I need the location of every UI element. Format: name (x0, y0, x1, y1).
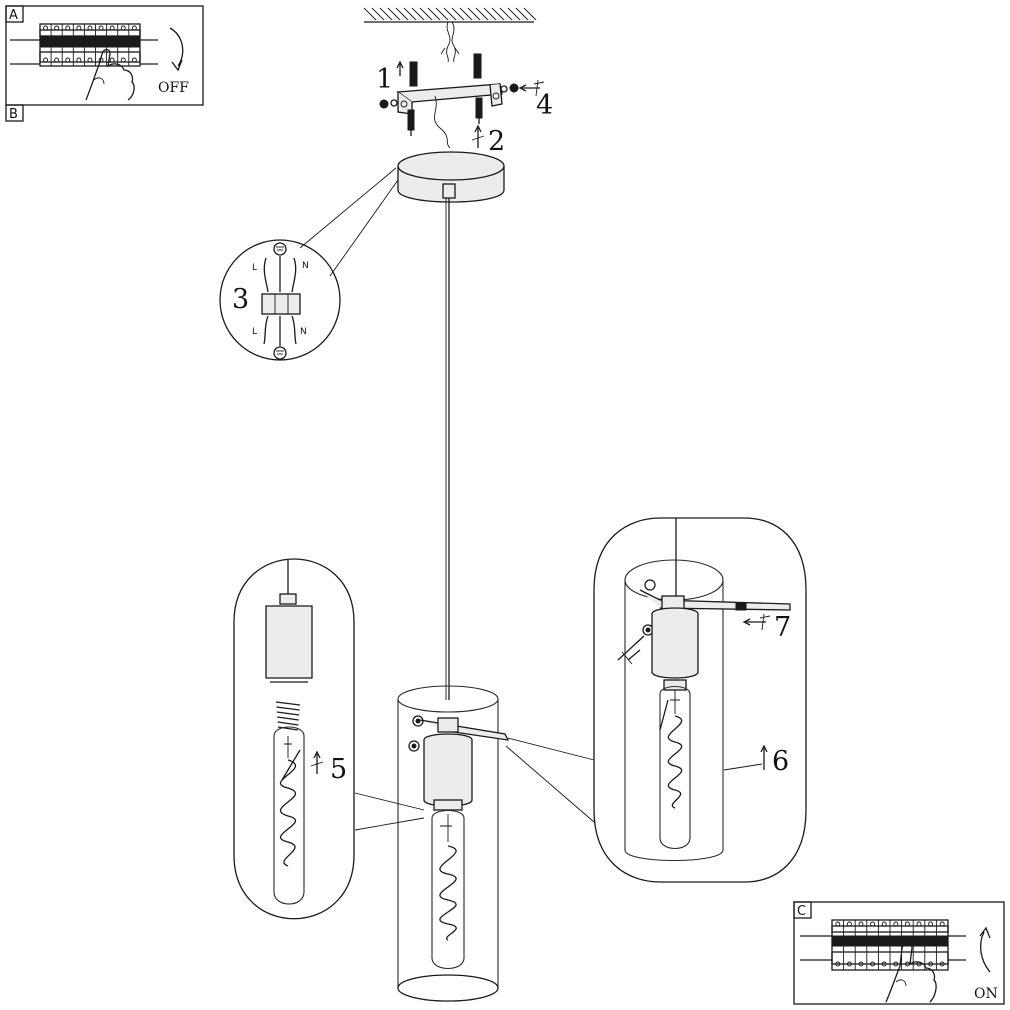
off-label: OFF (158, 80, 189, 96)
panel-a-breaker-off: A B OFF (5, 5, 204, 122)
step-3-number: 3 (232, 284, 249, 315)
step-4-number: 4 (536, 90, 553, 121)
circuit-breaker-icon (800, 919, 966, 971)
ceiling-canopy (397, 151, 505, 700)
step-5-number: 5 (330, 754, 347, 785)
step-6-number: 6 (772, 746, 789, 777)
live-label-bottom: L (252, 327, 257, 337)
panel-a-letter: A (9, 8, 18, 23)
step-7-number: 7 (774, 612, 791, 643)
panel-c-tag (793, 901, 812, 919)
wiring-detail: L N L N (219, 167, 399, 361)
ceiling (363, 7, 537, 63)
neutral-label-bottom: N (300, 327, 307, 337)
screwdriver-icon (310, 750, 324, 774)
bulb-detail (233, 558, 425, 920)
light-bulb-icon (273, 726, 305, 905)
screwdriver-icon (379, 53, 545, 148)
rotate-arrow-icon (169, 27, 184, 72)
neutral-label-top: N (302, 261, 309, 271)
panel-c-breaker-on: C ON (793, 901, 1005, 1005)
screwdriver-icon (621, 613, 771, 771)
hand-icon (885, 942, 937, 1003)
ground-symbol-icon (273, 346, 287, 360)
light-bulb-icon (431, 809, 465, 970)
panel-a-tag (5, 5, 24, 23)
panel-c-letter: C (797, 904, 806, 919)
mounting-bracket (396, 83, 503, 149)
hand-icon (85, 48, 135, 101)
ground-symbol-icon (273, 242, 287, 256)
panel-b-tag (5, 104, 24, 122)
light-bulb-icon (659, 685, 691, 850)
on-label: ON (974, 986, 998, 1002)
live-label-top: L (252, 263, 257, 273)
rotate-arrow-icon (979, 926, 991, 973)
glass-shade (397, 685, 510, 1002)
shade-detail (505, 517, 807, 883)
step-2-number: 2 (488, 126, 505, 157)
panel-b-letter: B (9, 107, 18, 122)
circuit-breaker-icon (10, 23, 158, 67)
step-1-number: 1 (376, 64, 393, 95)
